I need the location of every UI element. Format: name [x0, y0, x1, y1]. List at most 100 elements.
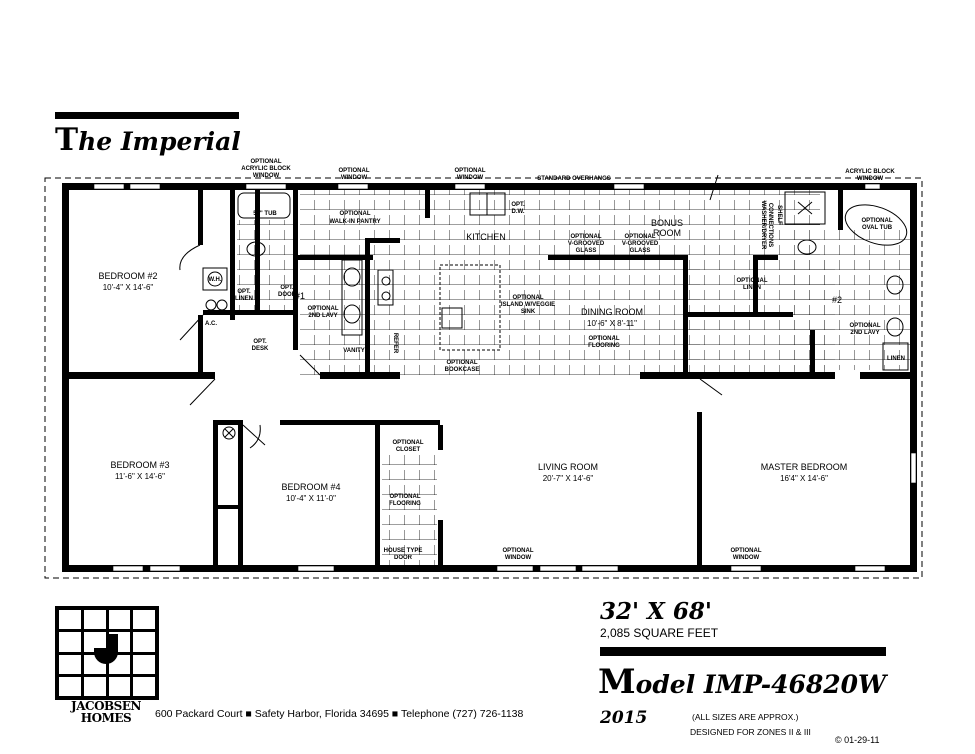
annotation: A.C.: [205, 321, 217, 327]
annotation: VANITY: [343, 348, 365, 354]
annotation: SINK: [521, 309, 536, 315]
bedroom-2-name: BEDROOM #2: [98, 271, 157, 281]
annotation: OPTIONAL: [339, 168, 370, 174]
annotation: CONNECTIONS: [767, 203, 773, 247]
zones-note: DESIGNED FOR ZONES II & III: [690, 727, 811, 737]
company-address: 600 Packard Court ■ Safety Harbor, Flori…: [155, 708, 524, 720]
bonus-room-label: ROOM: [653, 228, 681, 238]
annotation: OPTIONAL: [737, 278, 768, 284]
bath-2-label: #2: [832, 295, 842, 305]
annotation: WINDOW: [857, 176, 884, 182]
lavatory-icon: [343, 267, 361, 287]
annotation: GLASS: [630, 248, 651, 254]
approx-note: (ALL SIZES ARE APPROX.): [692, 712, 799, 722]
annotation: STANDARD OVERHANGS: [537, 176, 611, 182]
annotation: OPTIONAL: [390, 494, 421, 500]
annotation: W.H.: [209, 277, 222, 283]
annotation: FLOORING: [389, 501, 421, 507]
brand-line-2: HOMES: [80, 711, 132, 725]
annotation: OPTIONAL: [447, 360, 478, 366]
kitchen-label: KITCHEN: [466, 232, 506, 242]
annotation: WINDOW: [733, 555, 760, 561]
annotation: OPTIONAL: [589, 336, 620, 342]
brand-line-1: JACOBSEN: [71, 699, 141, 713]
model-text: odel IMP-46820W: [635, 670, 887, 699]
ac-icon: [205, 299, 217, 311]
bedroom-2-dims: 10'-4" X 14'-6": [103, 283, 154, 292]
annotation: WINDOW: [505, 555, 532, 561]
annotation: OPTIONAL: [731, 548, 762, 554]
plan-title: The Imperial: [55, 122, 241, 158]
annotation: LINEN: [887, 356, 905, 362]
veggie-sink-icon: [441, 307, 463, 329]
kitchen-island: [439, 264, 501, 351]
square-feet: 2,085 SQUARE FEET: [600, 626, 719, 640]
master-bedroom-name: MASTER BEDROOM: [761, 462, 848, 472]
toilet-icon-2: [797, 239, 817, 255]
model-number: Model IMP-46820W: [598, 662, 886, 702]
toilet-icon: [246, 241, 266, 257]
annotation: WINDOW: [253, 173, 280, 179]
annotation: OVAL TUB: [862, 225, 893, 231]
dining-room-name: DINING ROOM: [581, 307, 643, 317]
model-initial: M: [598, 662, 636, 702]
annotation: V-GROOVED: [622, 241, 659, 247]
annotation: LINEN: [743, 285, 761, 291]
annotation: CLOSET: [396, 447, 421, 453]
overhang-outline: [44, 177, 923, 579]
annotation: WALK-IN PANTRY: [329, 219, 380, 225]
annotation: WASHER/DRYER: [760, 201, 766, 250]
annotation: ACRYLIC BLOCK: [241, 166, 291, 172]
annotation: WINDOW: [341, 175, 368, 181]
plan-annotations: OPTIONAL ACRYLIC BLOCK WINDOW OPTIONAL W…: [205, 159, 905, 561]
annotation: OPT.: [253, 339, 267, 345]
annotation: OPTIONAL: [503, 548, 534, 554]
bath-1-label: #1: [295, 291, 305, 301]
annotation: OPTIONAL: [455, 168, 486, 174]
annotation: OPT.: [511, 202, 525, 208]
bedroom-3-dims: 11'-6" X 14'-6": [115, 472, 165, 481]
annotation: FLOORING: [588, 343, 620, 349]
annotation: OPTIONAL: [625, 234, 656, 240]
master-bedroom-dims: 16'4" X 14'-6": [780, 474, 828, 483]
annotation: OPTIONAL: [513, 295, 544, 301]
walls: [62, 183, 917, 572]
title-text: he Imperial: [78, 127, 241, 156]
dining-room-dims: 10'-6" X 8'-11": [587, 319, 637, 328]
bonus-room-label: BONUS: [651, 218, 683, 228]
fixtures: [179, 174, 909, 449]
annotation: D.W.: [512, 209, 525, 215]
copyright-date: © 01-29-11: [835, 735, 880, 745]
annotation: SHELF: [776, 205, 782, 225]
annotation: DOOR: [278, 292, 297, 298]
title-initial: T: [55, 122, 79, 158]
room-labels: BEDROOM #2 10'-4" X 14'-6" BEDROOM #3 11…: [98, 271, 847, 503]
bedroom-4-name: BEDROOM #4: [281, 482, 340, 492]
range-icon: [377, 269, 394, 306]
oval-tub-icon: [844, 204, 908, 246]
fan-icon: [222, 426, 236, 440]
windows: [93, 183, 917, 572]
model-rule: [600, 647, 886, 656]
bedroom-4-dims: 10'-4" X 11'-0": [286, 494, 336, 503]
bathtub-icon: [237, 192, 291, 219]
annotation: BOOKCASE: [445, 367, 480, 373]
brand-name: JACOBSEN HOMES: [50, 700, 162, 724]
annotation: ACRYLIC BLOCK: [845, 169, 895, 175]
annotation: OPT.: [237, 289, 251, 295]
annotation: V-GROOVED: [568, 241, 605, 247]
annotation: OPTIONAL: [251, 159, 282, 165]
jacobsen-logo: [55, 606, 159, 700]
home-size: 32' X 68': [600, 598, 712, 625]
logo-j-icon: [94, 634, 118, 664]
shower-icon: [784, 191, 826, 225]
annotation: OPTIONAL: [862, 218, 893, 224]
annotation: OPTIONAL: [850, 323, 881, 329]
annotation: ISLAND W/VEGGIE: [501, 302, 555, 308]
bedroom-3-name: BEDROOM #3: [110, 460, 169, 470]
model-year: 2015: [600, 708, 648, 728]
title-rule: [55, 112, 239, 119]
annotation: OPTIONAL: [571, 234, 602, 240]
annotation: OPTIONAL: [340, 211, 371, 217]
